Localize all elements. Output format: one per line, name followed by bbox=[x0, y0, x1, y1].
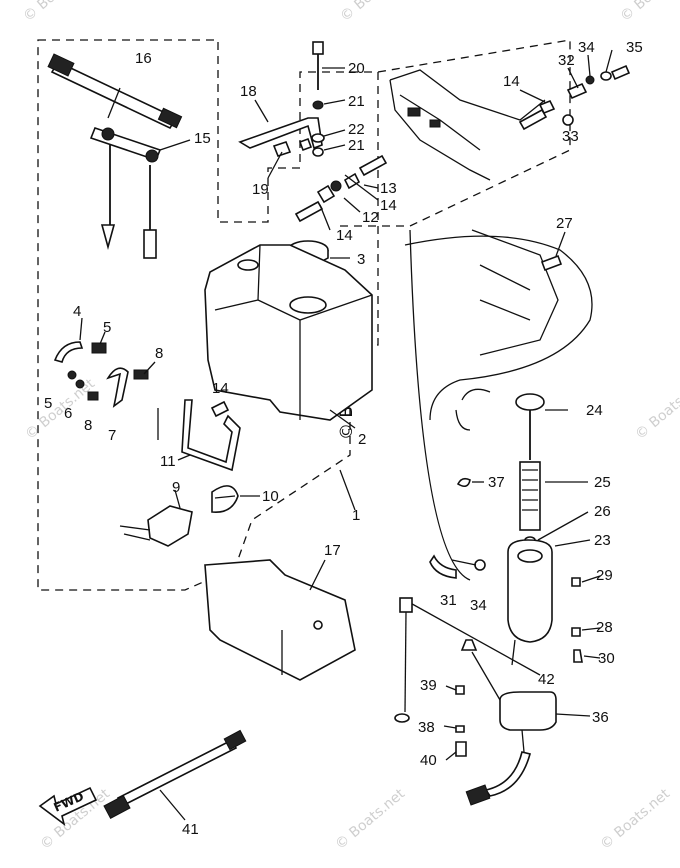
part-24-26-sender bbox=[455, 388, 589, 544]
part-17-bracket bbox=[204, 559, 356, 681]
callout-labels: 1 2 3 4 5 5 6 7 8 8 9 10 11 12 13 14 14 … bbox=[44, 39, 643, 838]
callout-6: 6 bbox=[64, 405, 72, 422]
callout-19: 19 bbox=[252, 181, 269, 198]
callout-31: 31 bbox=[440, 592, 457, 609]
engine-outline-top bbox=[389, 69, 546, 181]
callout-8: 8 bbox=[84, 417, 92, 434]
callout-34: 34 bbox=[578, 39, 595, 56]
callout-8: 8 bbox=[155, 345, 163, 362]
watermark: © Boats.net bbox=[332, 786, 408, 853]
part-4-8-fittings bbox=[53, 317, 156, 408]
callout-13: 13 bbox=[380, 180, 397, 197]
callout-9: 9 bbox=[172, 479, 180, 496]
part-36-42-pump bbox=[394, 597, 591, 806]
callout-10: 10 bbox=[262, 488, 279, 505]
callout-15: 15 bbox=[194, 130, 211, 147]
part-15-connector bbox=[89, 126, 191, 259]
callout-29: 29 bbox=[596, 567, 613, 584]
leader-1 bbox=[339, 469, 356, 511]
callout-39: 39 bbox=[420, 677, 437, 694]
callout-36: 36 bbox=[592, 709, 609, 726]
watermark: © Boats.net bbox=[617, 0, 680, 25]
part-23-sub-tank bbox=[429, 539, 591, 643]
part-41-hose bbox=[103, 729, 247, 821]
part-37-clip bbox=[456, 477, 484, 488]
callout-14: 14 bbox=[212, 380, 229, 397]
callout-35: 35 bbox=[626, 39, 643, 56]
part-20-bolt bbox=[311, 41, 346, 157]
callout-12: 12 bbox=[362, 209, 379, 226]
callout-18: 18 bbox=[240, 83, 257, 100]
callout-5: 5 bbox=[103, 319, 111, 336]
callout-2: 2 bbox=[358, 431, 366, 448]
callout-7: 7 bbox=[108, 427, 116, 444]
callout-33: 33 bbox=[562, 128, 579, 145]
callout-14: 14 bbox=[380, 197, 397, 214]
callout-40: 40 bbox=[420, 752, 437, 769]
callout-25: 25 bbox=[594, 474, 611, 491]
part-32-35-fittings bbox=[518, 49, 631, 131]
callout-26: 26 bbox=[594, 503, 611, 520]
callout-14: 14 bbox=[503, 73, 520, 90]
callout-11: 11 bbox=[160, 453, 176, 470]
callout-1: 1 bbox=[352, 507, 360, 524]
oil-hose-long bbox=[404, 229, 593, 581]
part-18-bracket bbox=[238, 99, 323, 179]
callout-21: 21 bbox=[348, 137, 365, 154]
callout-16: 16 bbox=[135, 50, 152, 67]
callout-27: 27 bbox=[556, 215, 573, 232]
callout-41: 41 bbox=[182, 821, 199, 838]
callout-24: 24 bbox=[586, 402, 603, 419]
callout-28: 28 bbox=[596, 619, 613, 636]
watermark: © Boats.net bbox=[632, 376, 680, 443]
callout-30: 30 bbox=[598, 650, 615, 667]
part-9-11-hoses-pump bbox=[119, 399, 260, 547]
part-28-30-small bbox=[571, 575, 601, 663]
callout-20: 20 bbox=[348, 60, 365, 77]
watermark: © Boats.net bbox=[337, 0, 413, 25]
callout-34: 34 bbox=[470, 597, 487, 614]
callout-38: 38 bbox=[418, 719, 435, 736]
callout-14: 14 bbox=[336, 227, 353, 244]
callout-21: 21 bbox=[348, 93, 365, 110]
callout-23: 23 bbox=[594, 532, 611, 549]
callout-4: 4 bbox=[73, 303, 81, 320]
callout-3: 3 bbox=[357, 251, 365, 268]
watermark: © Boats.net bbox=[20, 0, 96, 25]
callout-22: 22 bbox=[348, 121, 365, 138]
engine-outline-mid bbox=[471, 229, 566, 356]
watermark: © Boats.net bbox=[597, 786, 673, 853]
part-12-13-hoses bbox=[294, 154, 388, 231]
callout-5: 5 bbox=[44, 395, 52, 412]
callout-42: 42 bbox=[538, 671, 555, 688]
callout-37: 37 bbox=[488, 474, 505, 491]
part-2-oil-tank bbox=[204, 244, 373, 429]
callout-32: 32 bbox=[558, 52, 575, 69]
part-16-hose bbox=[47, 53, 183, 130]
callout-17: 17 bbox=[324, 542, 341, 559]
